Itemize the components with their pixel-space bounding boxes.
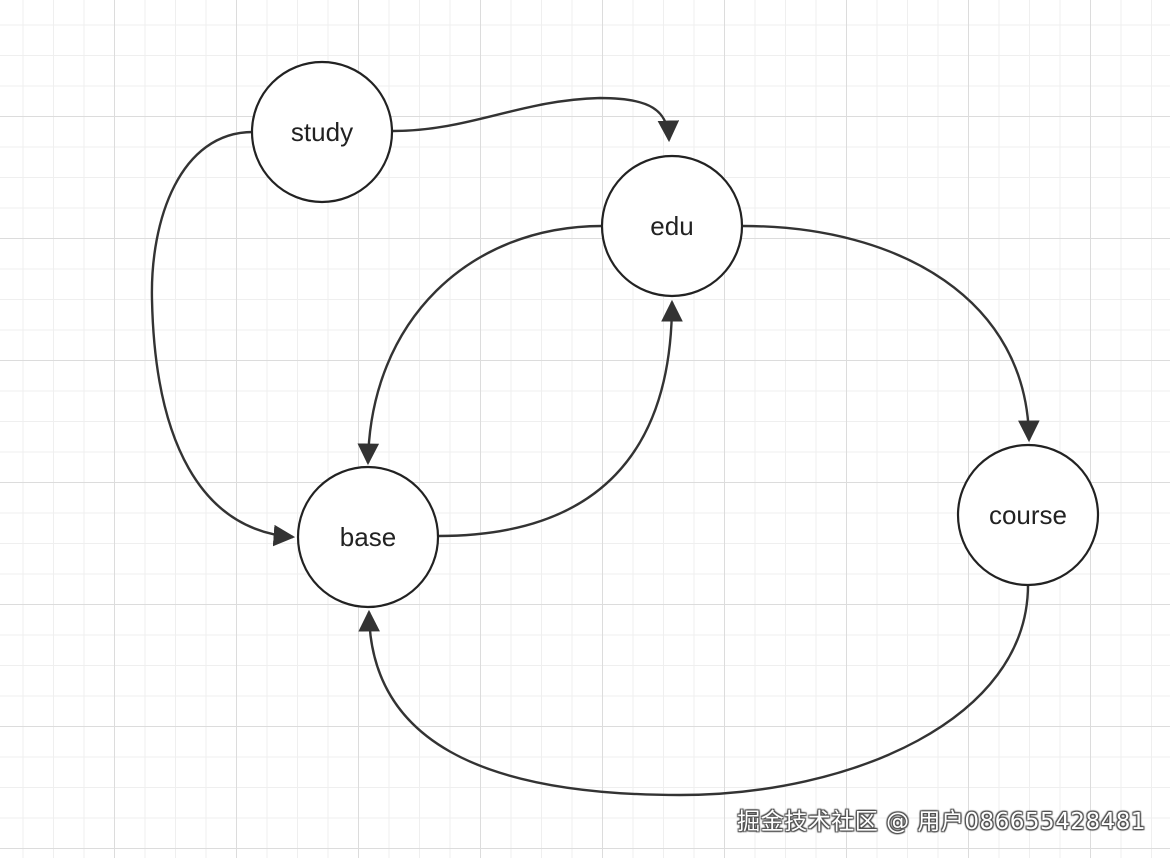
node-edu[interactable]: edu — [600, 154, 744, 298]
node-study-label: study — [291, 117, 353, 147]
node-study[interactable]: study — [250, 60, 394, 204]
watermark: 掘金技术社区 @ 用户086655428481 — [737, 809, 1146, 835]
edge-course-to-base[interactable] — [358, 584, 1030, 797]
edge-base-to-edu[interactable] — [437, 299, 683, 538]
edge-edu-to-course[interactable] — [742, 224, 1040, 443]
edge-edu-to-base[interactable] — [357, 224, 603, 466]
node-base-label: base — [340, 522, 396, 552]
node-base[interactable]: base — [296, 465, 440, 609]
node-course[interactable]: course — [956, 443, 1100, 587]
node-course-label: course — [989, 500, 1067, 530]
edge-study-to-base[interactable] — [150, 130, 296, 547]
edge-study-to-edu[interactable] — [392, 96, 680, 143]
node-edu-label: edu — [650, 211, 693, 241]
